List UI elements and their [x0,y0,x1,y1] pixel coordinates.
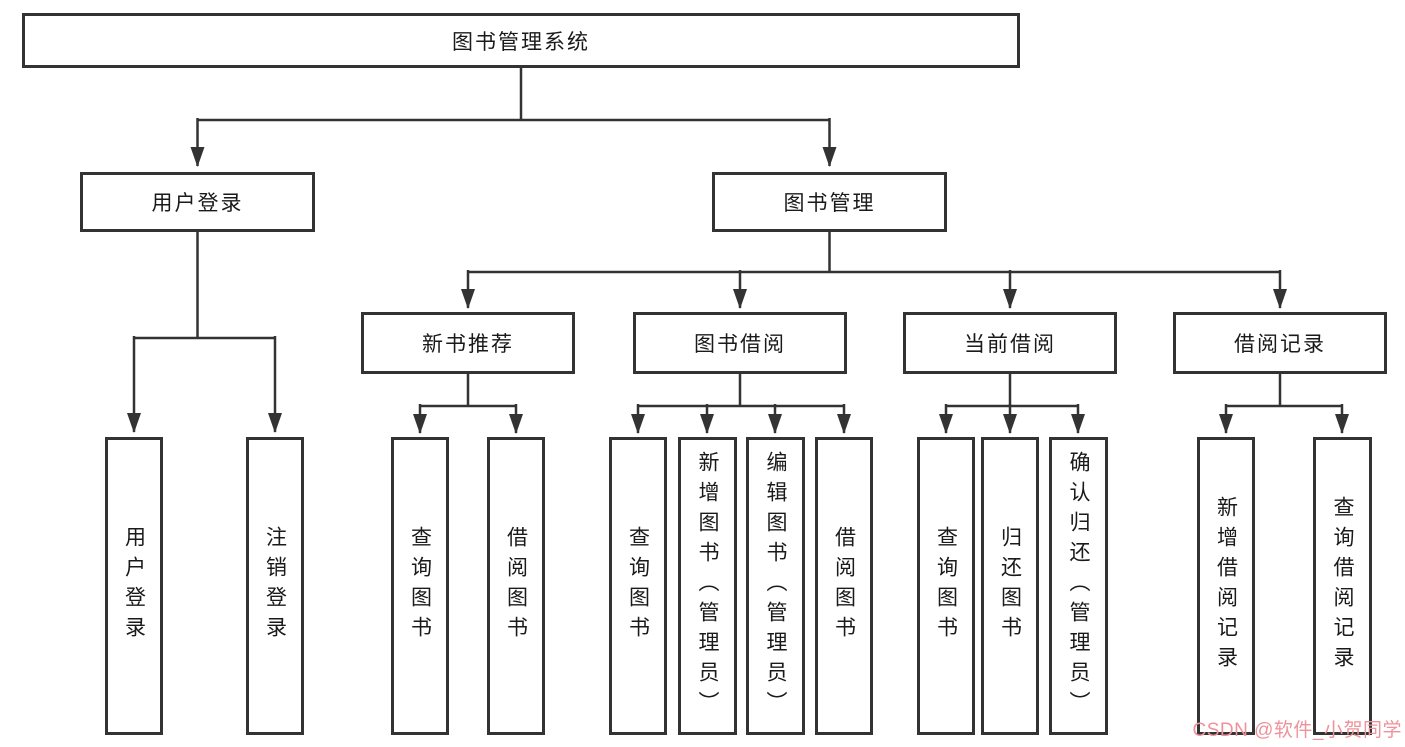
leaf-borrow-add-books-admin: 新增图书（管理员） [678,437,737,735]
leaf-logout: 注销登录 [246,437,304,735]
node-root: 图书管理系统 [22,13,1020,68]
leaf-current-confirm-return-admin: 确认归还（管理员） [1049,437,1108,735]
leaf-recommend-query-books: 查询图书 [391,437,449,735]
node-book-borrow: 图书借阅 [633,312,847,374]
node-new-book-recommend: 新书推荐 [361,312,575,374]
leaf-current-query-books: 查询图书 [917,437,975,735]
node-user-login: 用户登录 [80,172,315,232]
csdn-watermark: CSDN @软件_小贺同学 [1192,720,1402,741]
leaf-borrow-query-books: 查询图书 [609,437,667,735]
leaf-borrow-borrow-books: 借阅图书 [815,437,873,735]
leaf-current-return-books: 归还图书 [981,437,1039,735]
node-book-management: 图书管理 [712,172,947,232]
leaf-records-add-record: 新增借阅记录 [1197,437,1255,735]
leaf-user-login: 用户登录 [105,437,163,735]
node-borrow-records: 借阅记录 [1173,312,1387,374]
leaf-borrow-edit-books-admin: 编辑图书（管理员） [746,437,805,735]
node-current-borrow: 当前借阅 [903,312,1117,374]
leaf-recommend-borrow-books: 借阅图书 [487,437,545,735]
leaf-records-query-record: 查询借阅记录 [1313,437,1372,735]
